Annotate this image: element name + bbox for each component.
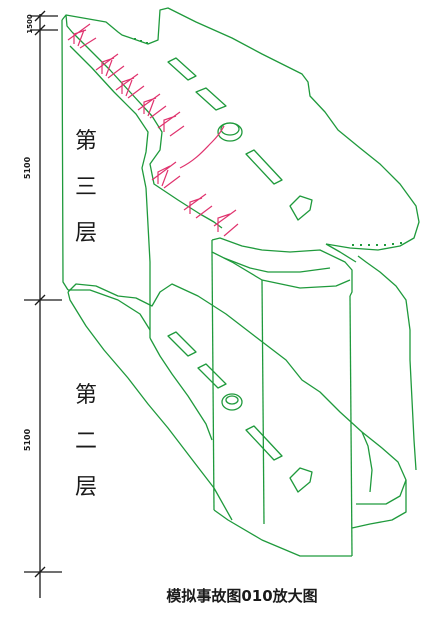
floor-second-char-3: 层 <box>75 475 97 500</box>
floor-label-second: 第 二 层 <box>75 383 97 500</box>
diagram-caption: 模拟事故图010放大图 <box>166 587 317 605</box>
dimension-label-top: 1500 <box>26 14 34 34</box>
floor-second-char-1: 第 <box>75 383 97 408</box>
floor-third-char-1: 第 <box>75 129 97 154</box>
floor-label-third: 第 三 层 <box>75 129 97 246</box>
floor-third-char-3: 层 <box>75 221 97 246</box>
floor-third-char-2: 三 <box>75 175 97 200</box>
structure-outline <box>61 7 420 557</box>
edge-marks <box>134 38 402 246</box>
floor-second-char-2: 二 <box>75 429 97 454</box>
dimension-label-lower: 5100 <box>23 428 32 451</box>
scaffold-supports <box>67 23 239 237</box>
dimension-line <box>24 10 62 598</box>
dimension-label-upper: 5100 <box>23 156 32 179</box>
